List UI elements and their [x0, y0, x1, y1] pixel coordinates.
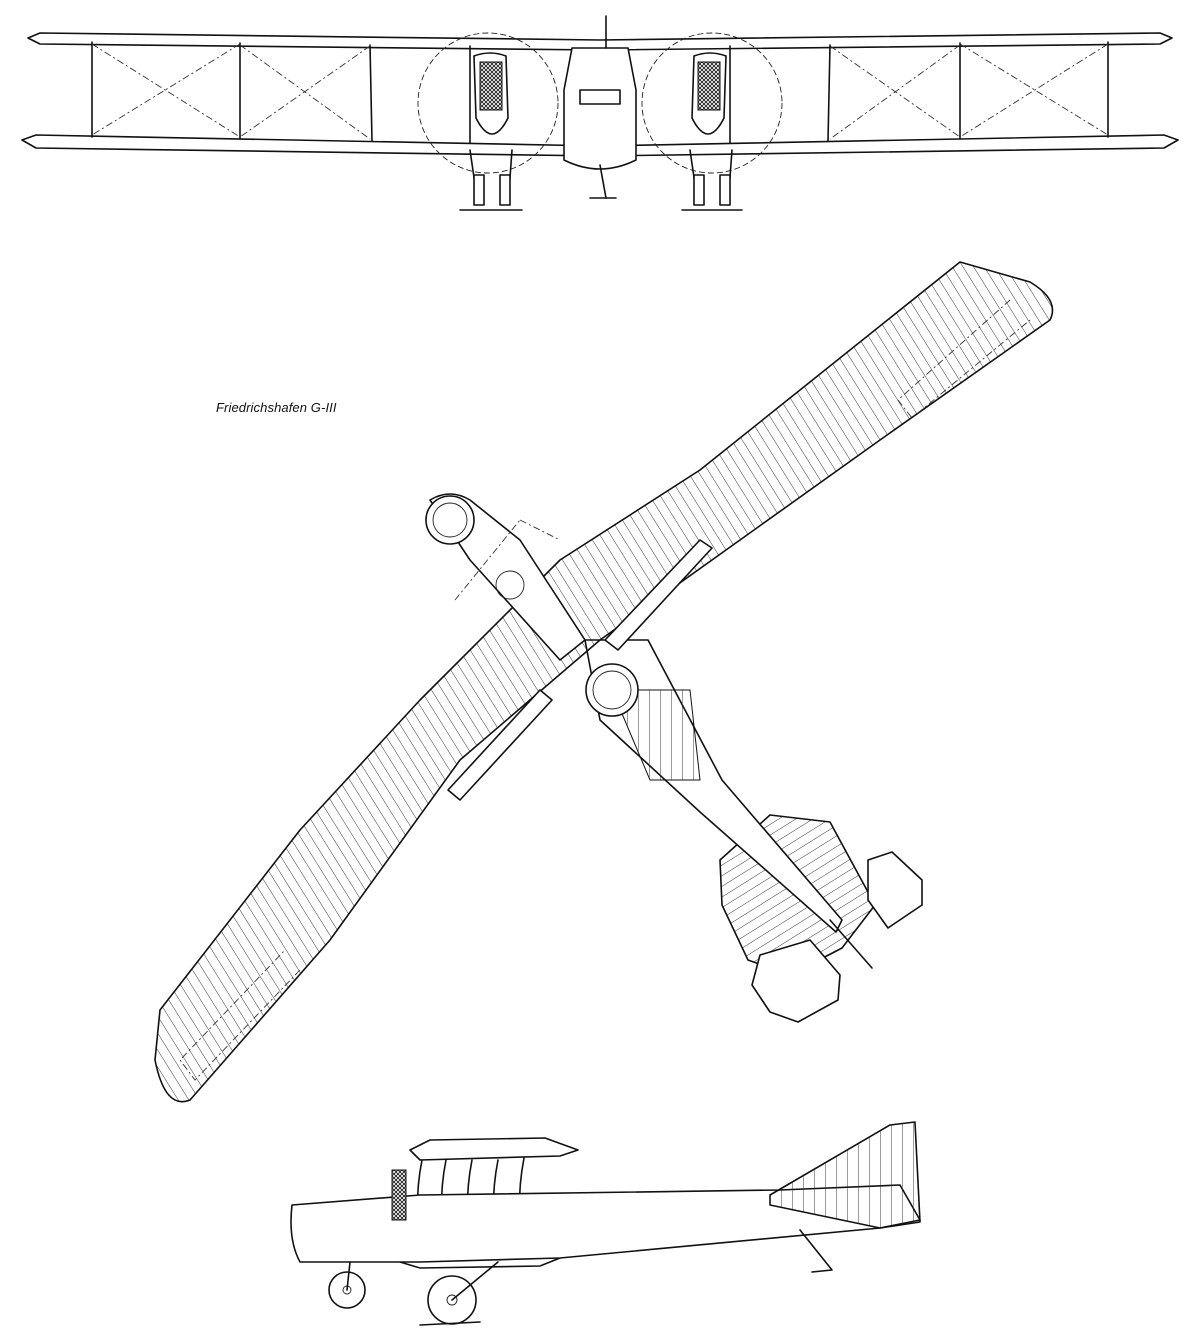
propeller-discs [417, 32, 783, 174]
front-view [21, 15, 1179, 211]
top-view [154, 261, 1054, 1103]
engine-nacelle-right [691, 52, 727, 135]
nacelle-top-right [604, 539, 713, 651]
nacelle-top-left [447, 689, 553, 801]
fuselage-front [563, 47, 637, 170]
drawing-caption: Friedrichshafen G-III [216, 400, 337, 415]
interplane-struts [91, 41, 1109, 144]
upper-wing [27, 32, 1173, 51]
side-view [290, 1121, 921, 1326]
ailerons [179, 299, 1031, 1081]
side-fin-rudder [769, 1121, 921, 1229]
bracing-wires [91, 43, 1109, 140]
landing-gear-front [459, 149, 743, 211]
elevator-left [751, 939, 841, 1023]
rudder-tip [829, 919, 873, 969]
main-wing [154, 261, 1054, 1103]
engine-nacelle-left [473, 52, 509, 135]
side-radiator [391, 1169, 407, 1221]
elevator-right [867, 851, 923, 929]
side-upper-wing [409, 1137, 579, 1161]
lower-wing [21, 134, 1179, 157]
tail-skid [799, 1229, 833, 1273]
top-bracing [454, 519, 561, 601]
side-wheels [328, 1261, 499, 1326]
